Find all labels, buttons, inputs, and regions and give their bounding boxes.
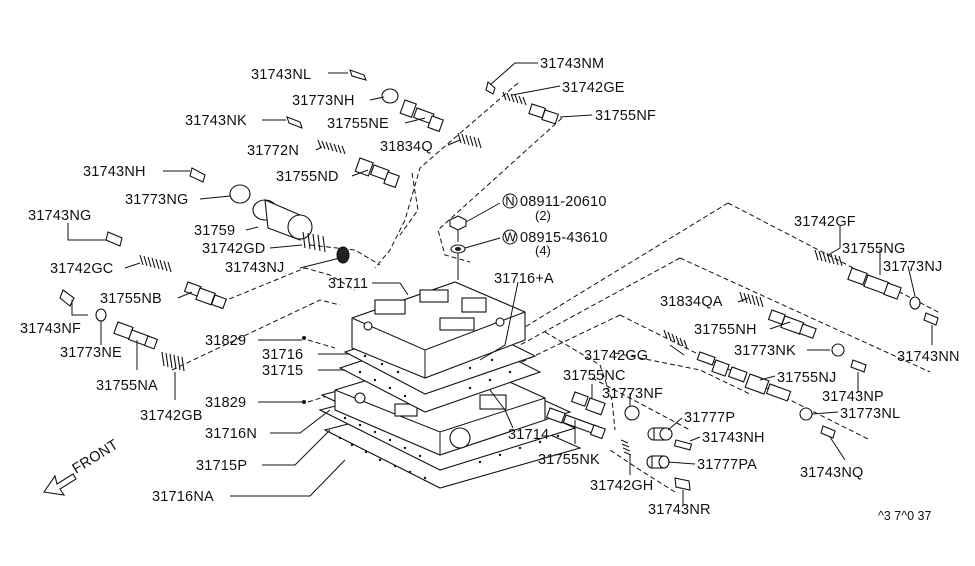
label-31777pa: 31777PA	[697, 457, 757, 473]
label-31716n: 31716N	[205, 426, 257, 442]
valve-31755nf	[528, 103, 560, 125]
label-31759: 31759	[194, 223, 235, 239]
label-31829-b: 31829	[205, 395, 246, 411]
sleeve-31759	[252, 199, 313, 241]
label-31743nj: 31743NJ	[225, 260, 284, 276]
label-31743nn: 31743NN	[897, 349, 960, 365]
label-31773ne: 31773NE	[60, 345, 122, 361]
label-31772n: 31772N	[247, 143, 299, 159]
label-31773ng: 31773NG	[125, 192, 188, 208]
nut-symbol-circle	[502, 193, 518, 209]
label-31743np: 31743NP	[822, 389, 884, 405]
valve-components	[59, 69, 939, 491]
washer-part-number: 08915-43610	[520, 230, 608, 246]
label-31742ge: 31742GE	[562, 80, 625, 96]
fastener-callouts: N 08911-20610 (2) W 08915-43610 (4)	[502, 193, 608, 258]
label-31755nb: 31755NB	[100, 291, 162, 307]
nut-part-number: 08911-20610	[520, 194, 607, 210]
label-31715: 31715	[262, 363, 303, 379]
label-31755nc: 31755NC	[563, 368, 626, 384]
upper-valve-body-31711	[351, 281, 526, 379]
label-31755ne: 31755NE	[327, 116, 389, 132]
label-31829-a: 31829	[205, 333, 246, 349]
label-31743nm: 31743NM	[540, 56, 604, 72]
front-arrow-icon	[43, 473, 77, 496]
label-31773nh: 31773NH	[292, 93, 355, 109]
label-31743ng: 31743NG	[28, 208, 91, 224]
plate-perforations	[338, 354, 560, 480]
label-31773nk: 31773NK	[734, 343, 796, 359]
label-31773nf: 31773NF	[602, 386, 663, 402]
label-31716: 31716	[262, 347, 303, 363]
label-31743nl: 31743NL	[251, 67, 311, 83]
label-31715p: 31715P	[196, 458, 247, 474]
front-indicator: FRONT	[43, 437, 122, 496]
label-31743nh-top: 31743NH	[83, 164, 146, 180]
label-31755nf: 31755NF	[595, 108, 656, 124]
diagram-reference-code: ^3 7^0 37	[878, 509, 931, 523]
label-31834q: 31834Q	[380, 139, 433, 155]
label-31742gh: 31742GH	[590, 478, 653, 494]
label-31773nl: 31773NL	[840, 406, 900, 422]
label-31711: 31711	[328, 276, 368, 292]
label-31773nj: 31773NJ	[883, 259, 942, 275]
label-31755na: 31755NA	[96, 378, 158, 394]
front-label: FRONT	[70, 437, 122, 478]
label-31755nh: 31755NH	[694, 322, 757, 338]
label-31743nk: 31743NK	[185, 113, 247, 129]
spring-31742ge	[502, 91, 527, 106]
label-31755nj: 31755NJ	[777, 370, 836, 386]
label-31834qa: 31834QA	[660, 294, 723, 310]
label-31714: 31714	[508, 427, 549, 443]
washer-symbol-circle	[502, 229, 518, 245]
label-31716-a: 31716+A	[494, 271, 554, 287]
label-31716na: 31716NA	[152, 489, 214, 505]
nut-symbol: N	[505, 194, 514, 209]
label-31755ng: 31755NG	[842, 241, 905, 257]
label-31743nh-bottom: 31743NH	[702, 430, 765, 446]
label-31743nr: 31743NR	[648, 502, 711, 518]
label-31743nf: 31743NF	[20, 321, 81, 337]
label-31755nd: 31755ND	[276, 169, 339, 185]
label-31742gg: 31742GG	[584, 348, 648, 364]
washer-quantity: (4)	[535, 243, 551, 258]
nut-icon	[449, 215, 467, 231]
label-31742gc: 31742GC	[50, 261, 113, 277]
leader-lines	[67, 62, 933, 506]
fasteners	[449, 202, 501, 280]
label-31742gd: 31742GD	[202, 241, 265, 257]
valve-31755ne	[399, 99, 444, 133]
label-31755nk: 31755NK	[538, 452, 600, 468]
part-labels: 31743NM 31742GE 31755NF 31743NL 31773NH …	[20, 56, 960, 518]
washer-symbol: W	[504, 230, 517, 245]
dashed-routing-lines	[171, 82, 941, 493]
label-31777p: 31777P	[684, 410, 735, 426]
valve-body-stack	[318, 281, 582, 489]
label-31742gb: 31742GB	[140, 408, 203, 424]
label-31743nq: 31743NQ	[800, 465, 863, 481]
nut-quantity: (2)	[535, 208, 551, 223]
label-31742gf: 31742GF	[794, 214, 856, 230]
